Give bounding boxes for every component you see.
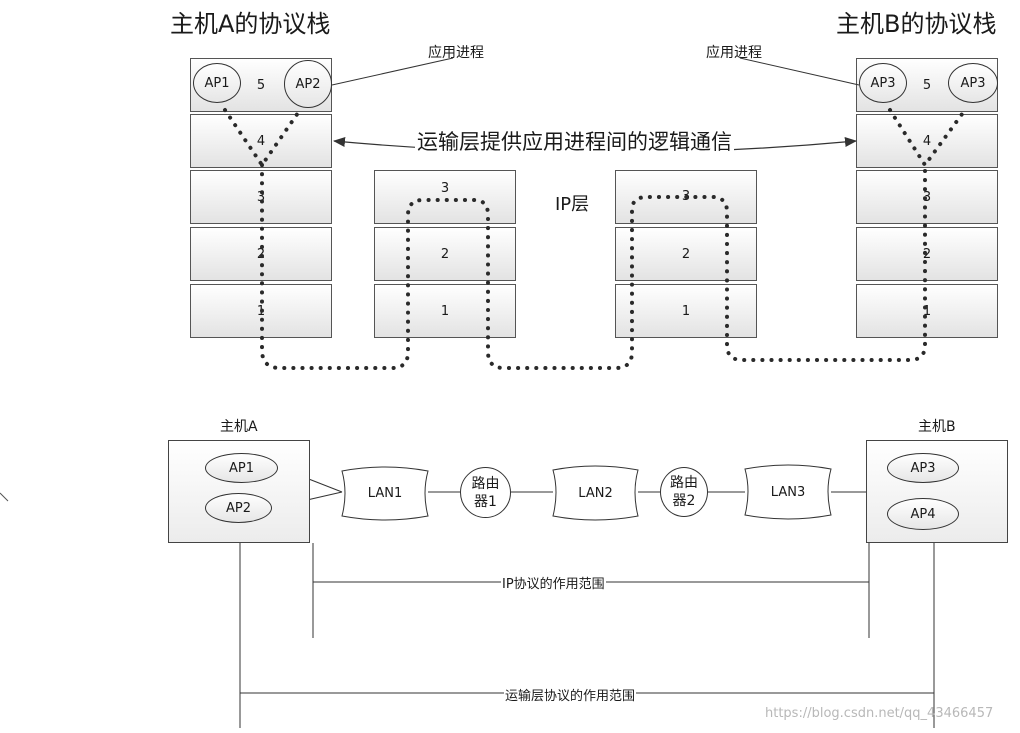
dotted-data-path (223, 108, 967, 370)
router1-layer-2: 2 (374, 227, 516, 281)
app-process-label-left: 应用进程 (428, 45, 484, 61)
transport-caption: 运输层提供应用进程间的逻辑通信 (415, 126, 734, 156)
hostB-ap3-oval-left: AP3 (859, 63, 907, 103)
layer-number: 1 (681, 303, 691, 319)
layer-number: 4 (256, 133, 266, 149)
watermark-text: https://blog.csdn.net/qq_43466457 (765, 706, 994, 721)
app-process-pointer-right (739, 57, 860, 86)
router1-layer-3: 3 (374, 170, 516, 224)
hostB-layer-3: 3 (856, 170, 998, 224)
layer-number: 2 (256, 246, 266, 262)
lan1-shape (341, 466, 429, 521)
hostA-ap1-oval: AP1 (193, 63, 241, 103)
hostA-ap2-oval: AP2 (284, 60, 332, 108)
router1-node: 路由 器1 (460, 467, 511, 518)
lan2-label: LAN2 (578, 485, 613, 501)
lan1-label: LAN1 (367, 486, 403, 501)
layer-number: 1 (440, 303, 450, 319)
layer-number: 3 (256, 189, 266, 205)
hostA-layer-4: 4 (190, 114, 332, 168)
router2-layer-2: 2 (615, 227, 757, 281)
ip-layer-label: IP层 (555, 194, 590, 215)
hostB-label: 主机B (918, 419, 956, 435)
layer-number: 2 (681, 246, 691, 262)
router2-layer-1: 1 (615, 284, 757, 338)
layer-number: 3 (922, 189, 932, 205)
lan3-label: LAN3 (770, 484, 806, 500)
layer-number: 5 (256, 77, 266, 93)
net-hostB-ap4: AP4 (887, 498, 959, 530)
app-process-pointer-left (331, 57, 454, 86)
layer-number: 4 (922, 133, 932, 149)
hostB-stack-title: 主机B的协议栈 (836, 10, 997, 38)
hostA-label: 主机A (220, 419, 258, 435)
hostB-ap3-oval-right: AP3 (948, 63, 998, 103)
layer-number: 2 (922, 246, 932, 262)
ip-scope-label: IP协议的作用范围 (501, 573, 606, 592)
transport-scope-label: 运输层协议的作用范围 (504, 685, 637, 704)
layer-number: 3 (440, 180, 450, 196)
lan2-shape (552, 465, 639, 521)
hostA-layer-3: 3 (190, 170, 332, 224)
layer-number: 2 (440, 246, 450, 262)
net-hostA-ap1: AP1 (205, 453, 278, 483)
hostB-layer-1: 1 (856, 284, 998, 338)
lan3-shape (744, 464, 832, 520)
router2-node: 路由 器2 (660, 467, 708, 517)
layer-number: 5 (922, 77, 932, 93)
hostA-stack-title: 主机A的协议栈 (170, 10, 331, 38)
net-hostA-ap2: AP2 (205, 493, 272, 523)
hostB-layer-4: 4 (856, 114, 998, 168)
hostB-layer-2: 2 (856, 227, 998, 281)
router1-layer-1: 1 (374, 284, 516, 338)
app-process-label-right: 应用进程 (706, 45, 762, 61)
layer-number: 1 (922, 303, 932, 319)
net-hostB-ap3: AP3 (887, 453, 959, 483)
